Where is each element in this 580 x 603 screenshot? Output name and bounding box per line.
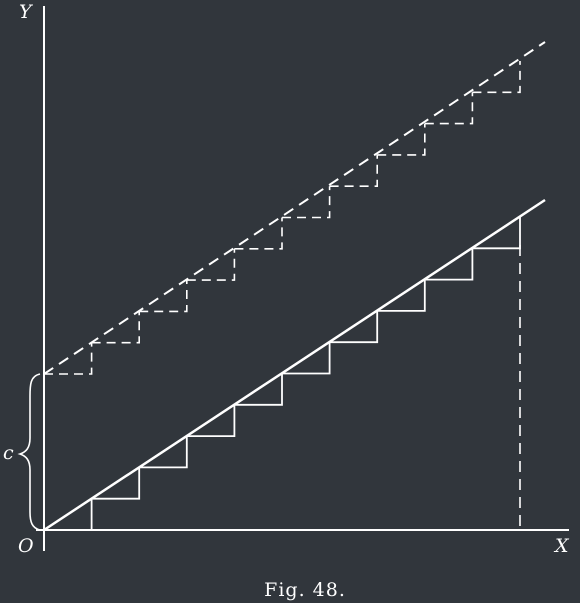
solid-step-2 — [91, 467, 141, 500]
solid-step-9 — [424, 248, 474, 281]
x-axis-label: X — [553, 535, 570, 557]
solid-step-8 — [377, 279, 426, 312]
dashed-step-10 — [472, 61, 521, 94]
dashed-step-6 — [282, 186, 331, 219]
figure-caption: Fig. 48. — [264, 579, 346, 601]
solid-step-3 — [139, 436, 188, 469]
dashed-step-3 — [139, 280, 188, 313]
solid-staircase — [44, 217, 521, 531]
dashed-step-8 — [377, 123, 426, 156]
solid-diagonal-line — [43, 198, 546, 532]
dashed-step-9 — [424, 92, 474, 125]
origin-label: O — [18, 535, 34, 557]
y-axis-label: Y — [19, 1, 34, 23]
dashed-diagonal-line — [43, 41, 546, 375]
solid-step-6 — [282, 342, 331, 375]
dashed-step-4 — [186, 248, 236, 281]
dashed-step-2 — [91, 311, 140, 344]
dashed-step-1 — [44, 342, 93, 375]
c-brace — [17, 373, 41, 531]
dashed-staircase — [44, 61, 521, 375]
dashed-step-5 — [234, 217, 283, 250]
dashed-step-7 — [329, 154, 378, 187]
solid-step-1 — [44, 498, 93, 531]
solid-step-7 — [329, 310, 379, 344]
solid-step-4 — [186, 404, 236, 437]
solid-step-5 — [234, 373, 283, 406]
c-label: c — [3, 442, 14, 464]
